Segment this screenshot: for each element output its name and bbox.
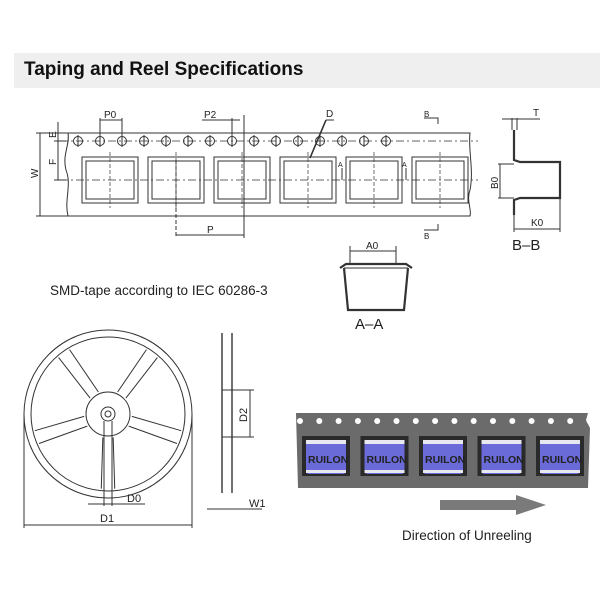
label-p0: P0 xyxy=(104,110,117,121)
component: RUILON xyxy=(536,436,584,476)
label-t: T xyxy=(533,108,539,119)
reel-spoke xyxy=(117,349,158,399)
tape-photo: RUILON RUILON RUILON RUILON RUILON xyxy=(296,413,593,515)
component-marking: RUILON xyxy=(425,454,465,466)
carrier-tape-holes xyxy=(297,418,593,424)
reel-side-view xyxy=(207,333,262,510)
carrier-hole xyxy=(374,418,381,424)
label-w: W xyxy=(30,168,41,178)
label-a-left: A xyxy=(338,162,343,169)
pockets xyxy=(81,152,469,208)
carrier-hole xyxy=(316,418,323,424)
label-d1: D1 xyxy=(100,513,114,525)
iec-note: SMD-tape according to IEC 60286-3 xyxy=(50,283,268,298)
label-p: P xyxy=(207,225,214,236)
carrier-hole xyxy=(567,418,574,424)
label-d: D xyxy=(326,109,333,120)
reel-spoke xyxy=(128,415,182,444)
label-f: F xyxy=(48,159,59,165)
reel-spoke xyxy=(100,437,116,489)
aa-profile xyxy=(339,262,413,312)
component-marking: RUILON xyxy=(542,454,582,466)
reel-spokes xyxy=(34,349,182,489)
label-b-bottom: B xyxy=(424,232,429,241)
tape-top-view xyxy=(36,115,478,238)
carrier-hole xyxy=(586,418,593,424)
page-title: Taping and Reel Specifications xyxy=(24,59,304,80)
section-header: Taping and Reel Specifications xyxy=(14,53,600,88)
reel-arbor-hole xyxy=(100,406,116,422)
b-section-marker-bottom xyxy=(424,224,439,231)
label-k0: K0 xyxy=(531,218,544,229)
pocket xyxy=(279,152,337,208)
reel-outer-rim xyxy=(23,329,193,499)
section-aa xyxy=(339,246,413,312)
carrier-hole xyxy=(470,418,477,424)
carrier-hole xyxy=(354,418,361,424)
b-section-marker-top xyxy=(424,117,439,124)
component-marking: RUILON xyxy=(484,454,524,466)
reel-spoke xyxy=(58,349,99,399)
direction-arrow xyxy=(440,495,546,515)
caption-bb: B–B xyxy=(512,237,540,254)
reel-hub xyxy=(85,391,131,437)
component: RUILON xyxy=(302,436,350,476)
section-bb xyxy=(498,118,562,232)
reel-center xyxy=(104,410,112,418)
d-leader xyxy=(309,119,327,159)
carrier-hole xyxy=(412,418,419,424)
label-d0: D0 xyxy=(127,493,141,505)
component-marking: RUILON xyxy=(367,454,407,466)
caption-aa: A–A xyxy=(355,316,383,333)
label-a-right: A xyxy=(402,162,407,169)
carrier-hole xyxy=(547,418,554,424)
label-b-top: B xyxy=(424,110,429,119)
component-marking: RUILON xyxy=(308,454,348,466)
tape-components: RUILON RUILON RUILON RUILON RUILON xyxy=(302,436,584,476)
reel-spoke xyxy=(34,415,88,444)
label-p2: P2 xyxy=(204,110,217,121)
component: RUILON xyxy=(419,436,467,476)
label-b0: B0 xyxy=(490,176,501,189)
carrier-hole xyxy=(432,418,439,424)
component: RUILON xyxy=(360,436,409,476)
pocket xyxy=(345,152,403,208)
reel-front-view xyxy=(23,329,193,528)
carrier-hole xyxy=(490,418,496,424)
pocket xyxy=(213,152,271,208)
label-w1: W1 xyxy=(249,498,266,510)
carrier-hole xyxy=(297,418,303,424)
pocket xyxy=(81,152,139,208)
label-e: E xyxy=(48,131,59,138)
label-d2: D2 xyxy=(238,408,250,422)
component: RUILON xyxy=(477,436,526,476)
carrier-hole xyxy=(528,418,535,424)
direction-label: Direction of Unreeling xyxy=(402,528,532,543)
tape-outline xyxy=(64,132,472,217)
carrier-hole xyxy=(509,418,516,424)
label-a0: A0 xyxy=(366,241,379,252)
carrier-hole xyxy=(393,418,400,424)
carrier-hole xyxy=(335,418,342,424)
bb-profile xyxy=(512,130,562,215)
reel-inner-rim xyxy=(30,336,186,492)
carrier-hole xyxy=(451,418,458,424)
pocket xyxy=(411,152,469,208)
